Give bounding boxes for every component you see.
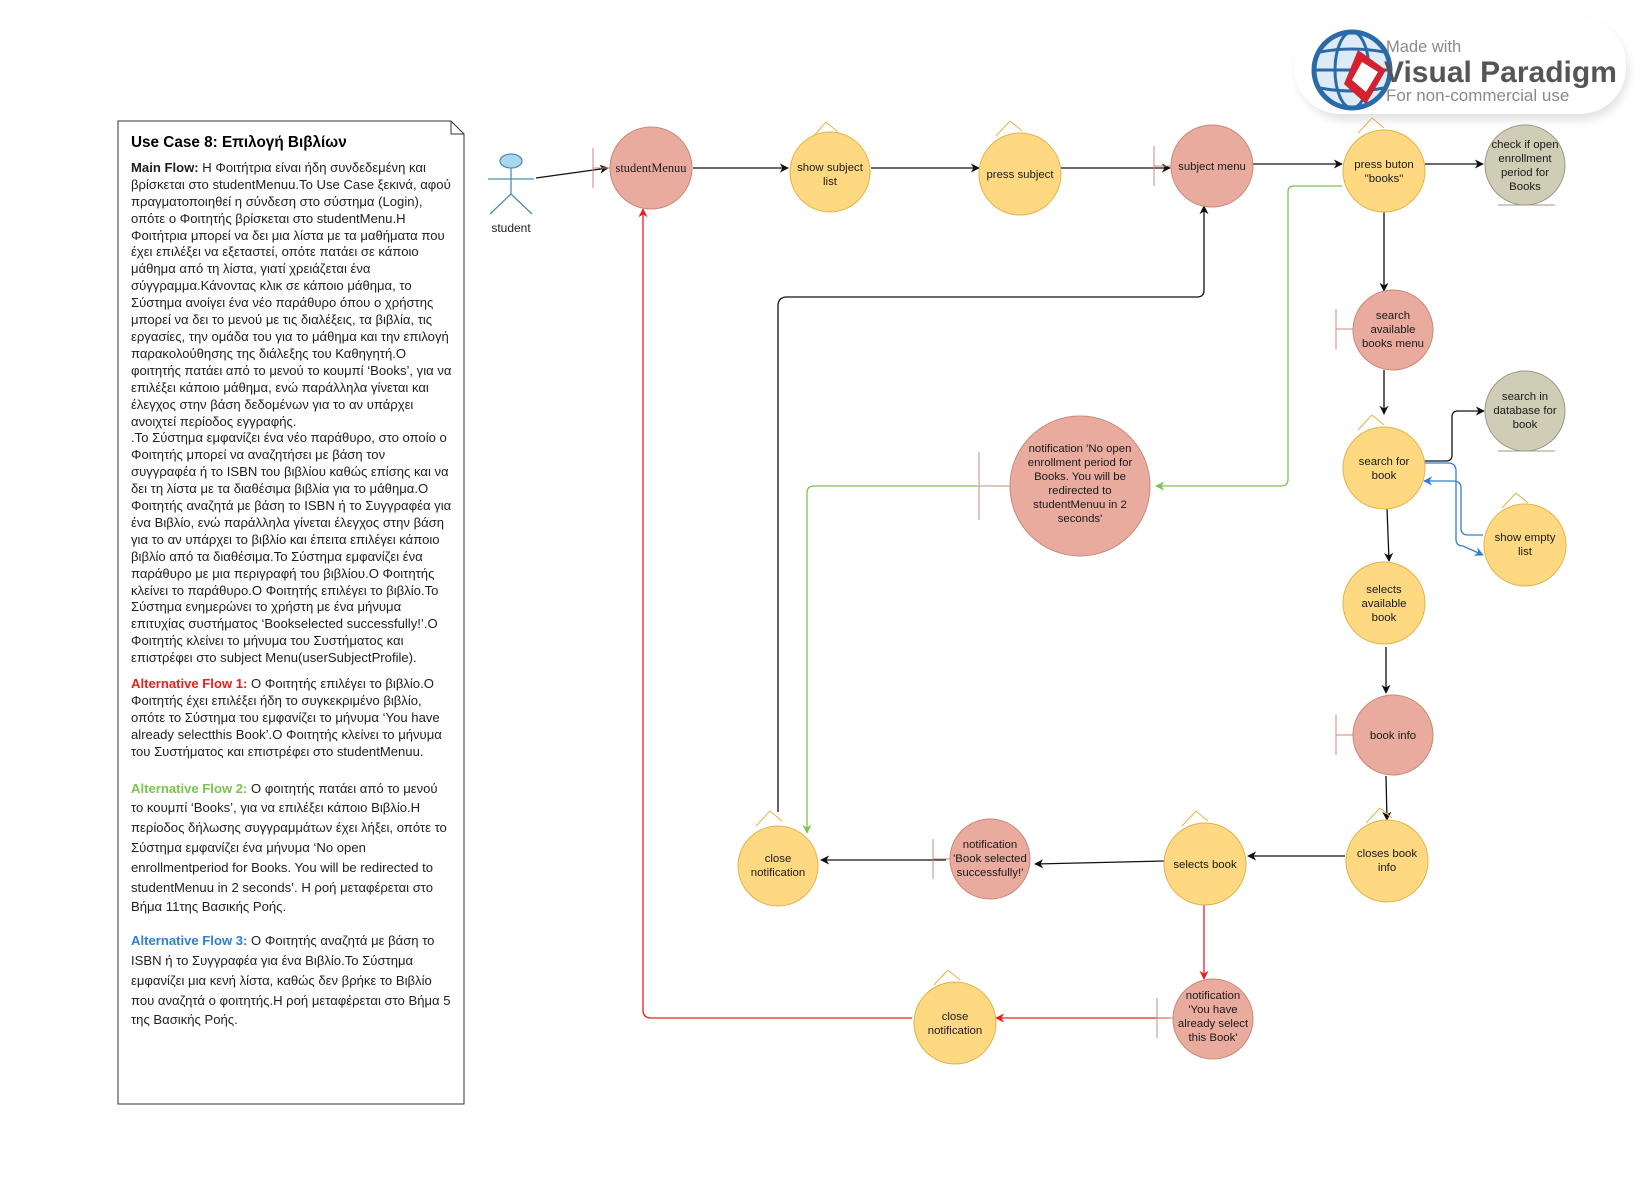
logo-brand: Visual Paradigm	[1384, 56, 1617, 89]
alt-flow-2-text: Ο φοιτητής πατάει από το μενού το κουμπί…	[131, 780, 447, 915]
edges-alt1	[638, 208, 1209, 1023]
control-press-subject: press subject	[978, 120, 1062, 216]
edge-closenotif-subjectmenu	[777, 205, 1209, 812]
logo-subtitle: For non-commercial use	[1386, 86, 1569, 105]
boundary-studentmenuu: studentMenuu	[592, 126, 693, 210]
node-label-studentmenuu: studentMenuu	[616, 161, 687, 175]
node-label-selects-book: selects book	[1173, 859, 1237, 871]
globe-icon	[1311, 29, 1393, 111]
edge-showempty-searchbook	[1423, 476, 1483, 536]
node-label-press-subject: press subject	[986, 169, 1054, 181]
actor-label: student	[491, 221, 531, 235]
node-label-book-info: book info	[1370, 730, 1416, 742]
control-selects-book: selects book	[1163, 810, 1247, 906]
alt-flow-1-text: Ο Φοιτητής επιλέγει το βιβλίο.Ο Φοιτητής…	[131, 676, 442, 759]
visual-paradigm-logo: Made with Visual Paradigm For non-commer…	[1294, 18, 1628, 120]
note-frame	[117, 120, 465, 1105]
alternative-flow-1: Alternative Flow 1: Ο Φοιτητής επιλέγει …	[131, 676, 452, 761]
student-actor	[488, 153, 534, 215]
logo-made-with: Made with	[1386, 38, 1461, 56]
main-flow-continued: .Το Σύστημα εμφανίζει ένα νέο παράθυρο, …	[131, 430, 452, 666]
boundary-book-info: book info	[1335, 694, 1434, 776]
note-title: Use Case 8: Επιλογή Βιβλίων	[131, 134, 347, 151]
alt-flow-3-text: Ο Φοιτητής αναζητά με βάση το ISBN ή το …	[131, 933, 451, 1028]
main-flow: Main Flow: Η Φοιτήτρια είναι ήδη συνδεδε…	[131, 160, 452, 431]
control-press-buton-books: press buton"books"	[1342, 117, 1426, 213]
edge-bookinfo-closesinfo	[1382, 775, 1392, 821]
edges-main	[535, 159, 1485, 869]
node-label-press-buton-books: press buton"books"	[1354, 159, 1414, 185]
alternative-flow-3: Alternative Flow 3: Ο Φοιτητής αναζητά μ…	[131, 931, 452, 1030]
use-case-note: Use Case 8: Επιλογή Βιβλίων Main Flow: Η…	[118, 121, 464, 1104]
edge-actor-studentmenuu	[535, 164, 609, 179]
edge-searchbook-database	[1424, 406, 1485, 462]
main-flow-label: Main Flow:	[131, 159, 199, 175]
edge-selectsbook-notifsuccess	[1034, 859, 1165, 869]
node-label-subject-menu: subject menu	[1178, 161, 1246, 173]
edge-notifnoopen-closenotif	[802, 485, 978, 834]
edge-closenotif2-studentmenuu	[638, 208, 912, 1019]
alt-flow-3-label: Alternative Flow 3:	[131, 933, 248, 949]
alt-flow-2-label: Alternative Flow 2:	[131, 780, 248, 796]
edge-pressbooks-notifnoopen	[1155, 185, 1342, 491]
edge-searchbook-selectsavailable	[1384, 507, 1394, 562]
main-flow-text: Η Φοιτήτρια είναι ήδη συνδεδεμένη και βρ…	[131, 159, 452, 429]
boundary-subject-menu: subject menu	[1153, 124, 1254, 208]
alternative-flow-2: Alternative Flow 2: Ο φοιτητής πατάει απ…	[131, 779, 452, 918]
edge-searchbook-showempty	[1424, 462, 1484, 556]
edges-alt3	[1423, 462, 1484, 556]
edges-alt2	[802, 185, 1342, 834]
alt-flow-1-label: Alternative Flow 1:	[131, 676, 248, 692]
